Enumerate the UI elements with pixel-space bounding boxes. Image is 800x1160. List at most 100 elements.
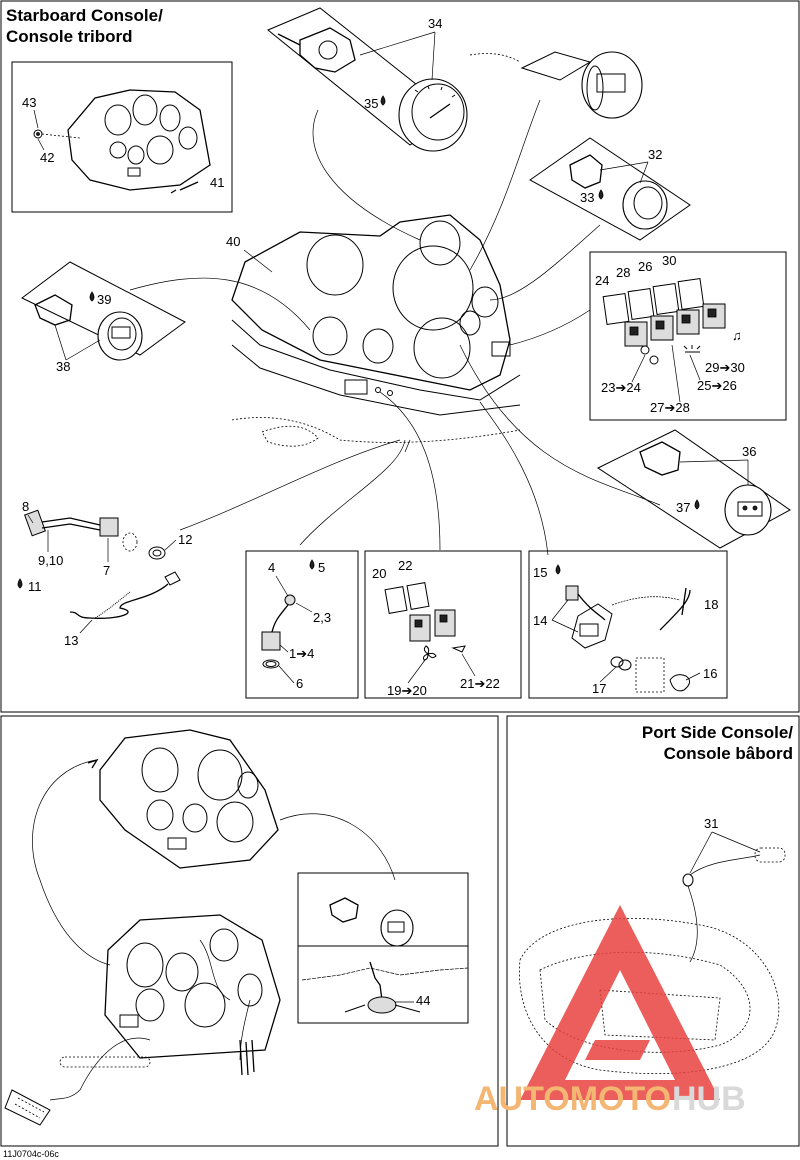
callout-9-10: 9,10	[38, 553, 63, 568]
arrow-head-left	[87, 758, 99, 769]
light-icon-25	[683, 345, 701, 353]
gauge-32-gauge	[622, 180, 668, 230]
digital-gauge-top-right	[469, 51, 643, 119]
gauge-38-bracket	[34, 294, 73, 326]
wire-routes	[129, 99, 661, 556]
callout-30: 30	[662, 253, 676, 268]
footer-code: 11J0704c-06c	[3, 1149, 59, 1159]
gauge-32-panel	[529, 137, 691, 241]
callout-29-30: 29➔30	[705, 360, 745, 375]
callout-28: 28	[616, 265, 630, 280]
arrow-curve-right	[279, 813, 396, 881]
gauge-34-tachometer	[398, 78, 468, 152]
switch-14-18	[565, 585, 691, 693]
callout-23-24: 23➔24	[601, 380, 641, 395]
callout-41: 41	[210, 175, 224, 190]
note-icon-29: ♫	[732, 328, 742, 343]
switch-labels	[602, 278, 705, 325]
port-title-fr: Console bâbord	[664, 744, 793, 763]
gauge-38-gauge	[97, 311, 143, 361]
drop-icon-39	[89, 291, 95, 302]
callout-32: 32	[648, 147, 662, 162]
callout-13: 13	[64, 633, 78, 648]
callout-7: 7	[103, 563, 110, 578]
drop-icon-35	[380, 95, 386, 106]
drop-icon-37	[694, 499, 700, 510]
callout-33: 33	[580, 190, 594, 205]
callout-2-3: 2,3	[313, 610, 331, 625]
watermark-logo	[520, 905, 720, 1100]
switch-rockers	[624, 303, 726, 347]
callout-5: 5	[318, 560, 325, 575]
callout-34: 34	[428, 16, 442, 31]
port-frame	[506, 715, 800, 1147]
callout-16: 16	[703, 666, 717, 681]
bottom-left-frame	[0, 715, 499, 1147]
drop-icon-11	[17, 578, 23, 589]
callout-36: 36	[742, 444, 756, 459]
gauge-32-bracket	[569, 154, 603, 189]
sensor-1-4	[261, 594, 296, 669]
box-part-1-6	[245, 550, 359, 699]
port-title-en: Port Side Console/	[642, 723, 793, 742]
box-part-14-18	[528, 550, 728, 699]
arrow-curve-left	[32, 759, 111, 966]
harness-sensor	[24, 509, 181, 619]
callout-31: 31	[704, 816, 718, 831]
inset-44-gauge	[329, 897, 414, 947]
starboard-frame	[0, 0, 800, 713]
callout-18: 18	[704, 597, 718, 612]
gauge-36-gauge	[724, 484, 772, 536]
callout-11: 11	[28, 579, 42, 594]
gauge-36-panel	[596, 429, 791, 549]
bottom-console-rear	[104, 914, 281, 1076]
switch-box	[589, 251, 787, 421]
callout-25-26: 25➔26	[697, 378, 737, 393]
inset-44-connector	[301, 961, 469, 1014]
starboard-title-en: Starboard Console/	[6, 6, 163, 25]
callout-20: 20	[372, 566, 386, 581]
box-part-19-22	[364, 550, 522, 699]
drop-icon-15	[555, 564, 561, 575]
callout-6: 6	[296, 676, 303, 691]
callout-21-22: 21➔22	[460, 676, 500, 691]
callout-14: 14	[533, 613, 547, 628]
watermark-text-orange: AUTOMOTO	[474, 1080, 671, 1118]
callout-27-28: 27➔28	[650, 400, 690, 415]
watermark-text-gray: HUB	[672, 1080, 746, 1118]
callout-22: 22	[398, 558, 412, 573]
callout-35: 35	[364, 96, 378, 111]
callout-15: 15	[533, 565, 547, 580]
port-console-drawing	[518, 847, 786, 1074]
icon-27	[649, 355, 659, 365]
callout-38: 38	[56, 359, 70, 374]
gauge-34-bracket	[277, 27, 356, 73]
switch-fan-19-22	[384, 582, 466, 661]
callout-39: 39	[97, 292, 111, 307]
drop-icon-5	[309, 559, 315, 570]
callout-17: 17	[592, 681, 606, 696]
inset-44-box	[297, 872, 469, 1024]
inset-console-box	[11, 61, 233, 213]
callout-24: 24	[595, 273, 609, 288]
bottom-console-top	[99, 729, 279, 869]
inset-console-drawing	[33, 89, 211, 194]
gauge-36-bracket	[639, 441, 681, 476]
main-console-40	[231, 214, 521, 447]
callout-26: 26	[638, 259, 652, 274]
callout-40: 40	[226, 234, 240, 249]
callout-19-20: 19➔20	[387, 683, 427, 698]
callout-1-4: 1➔4	[289, 646, 314, 661]
callout-42: 42	[40, 150, 54, 165]
callout-43: 43	[22, 95, 36, 110]
drop-icon-33	[598, 189, 604, 200]
callout-8: 8	[22, 499, 29, 514]
callout-44: 44	[416, 993, 430, 1008]
callout-12: 12	[178, 532, 192, 547]
icon-23	[640, 345, 650, 355]
starboard-title-fr: Console tribord	[6, 27, 133, 46]
callout-37: 37	[676, 500, 690, 515]
callout-4: 4	[268, 560, 275, 575]
bottom-harness	[4, 1037, 151, 1126]
